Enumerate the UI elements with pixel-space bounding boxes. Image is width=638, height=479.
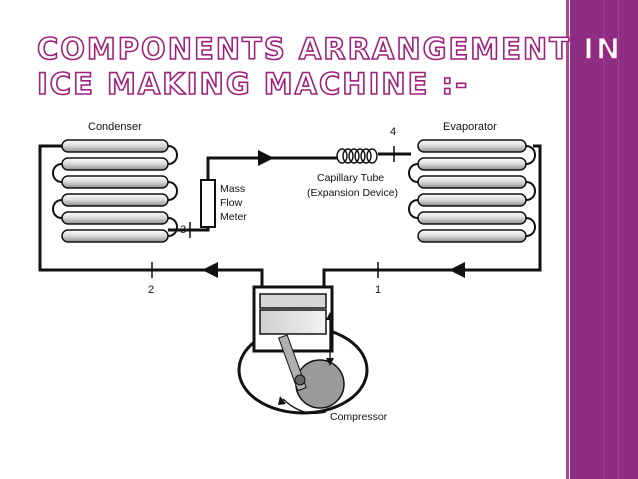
mass-flow-meter-label: Mass — [220, 183, 245, 195]
mass-flow-meter-label: Meter — [220, 211, 247, 223]
state-point-label: 1 — [375, 284, 381, 296]
side-stripe — [618, 0, 619, 479]
state-point-label: 2 — [148, 284, 154, 296]
state-point-ticks — [151, 146, 395, 278]
condenser-label: Condenser — [88, 121, 142, 133]
pipe-evaporator-return — [322, 144, 542, 290]
side-stripe — [603, 0, 605, 479]
capillary-tube-coil — [336, 148, 378, 164]
state-point-label: 4 — [390, 126, 396, 138]
flow-arrow-top — [258, 150, 274, 166]
pipe-condenser-left — [38, 144, 264, 290]
slide-title-line-1: COMPONENTS ARRANGEMENT IN — [36, 31, 623, 67]
slide-title-line-2: ICE MAKING MACHINE :- — [36, 66, 470, 102]
evaporator-label: Evaporator — [443, 121, 497, 133]
mass-flow-meter — [200, 179, 216, 228]
condenser-coil — [52, 139, 178, 243]
flow-arrow-bottom-left — [202, 262, 218, 278]
mass-flow-meter-label: Flow — [220, 197, 243, 209]
compressor-label: Compressor — [330, 411, 388, 423]
capillary-tube-label: Capillary Tube — [317, 172, 384, 184]
flow-arrow-bottom-right — [449, 262, 465, 278]
pipe-meter-to-capillary — [206, 156, 338, 180]
evaporator-coil — [408, 139, 536, 243]
side-stripe — [566, 0, 569, 479]
state-point-label: 3 — [180, 224, 186, 236]
compressor — [237, 285, 369, 415]
capillary-tube-label: (Expansion Device) — [307, 187, 398, 199]
